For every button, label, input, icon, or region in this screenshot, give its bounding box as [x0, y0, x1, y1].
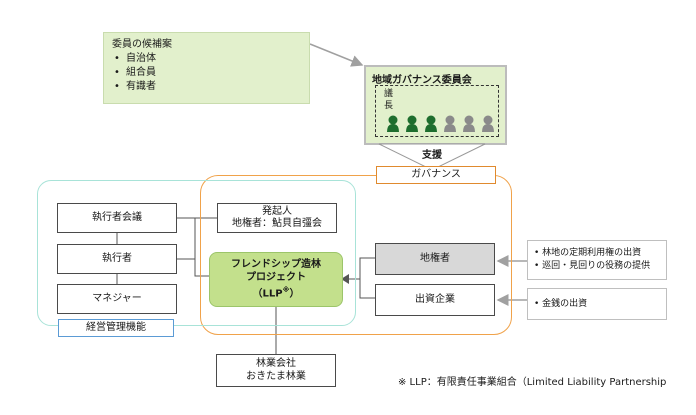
regional-governance-committee: 地域ガバナンス委員会 議 長	[364, 65, 507, 145]
governance-frame	[200, 175, 512, 335]
executive-meeting-box: 執行者会議	[57, 203, 177, 233]
candidate-item: 組合員	[112, 66, 301, 80]
committee-member-icon	[463, 115, 475, 132]
friendship-forest-llp: フレンドシップ造林 プロジェクト （LLP※）	[209, 252, 343, 307]
candidates-list: 自治体 組合員 有識者	[112, 52, 301, 94]
committee-member-icon	[406, 115, 418, 132]
landowner-box: 地権者	[375, 243, 495, 275]
forestry-company-box: 林業会社 おきたま林業	[216, 354, 336, 387]
investor-to-llp-line	[347, 278, 375, 299]
forestry-company-name: おきたま林業	[246, 370, 306, 382]
llp-name-line1: フレンドシップ造林	[231, 259, 321, 271]
llp-name-line2: プロジェクト	[246, 272, 306, 284]
investor-contribution-note: • 金銭の出資	[527, 288, 667, 320]
candidate-item: 有識者	[112, 80, 301, 94]
support-label: 支援	[422, 150, 442, 161]
committee-candidates-box: 委員の候補案 自治体 組合員 有識者	[103, 32, 310, 104]
candidate-to-council-arrow	[309, 43, 364, 67]
manager-box: マネジャー	[57, 284, 177, 314]
support-down-arrow	[378, 143, 486, 171]
llp-junction-arrowhead	[341, 274, 349, 284]
committee-member-icon	[444, 115, 456, 132]
note-item: • 金銭の出資	[534, 298, 588, 309]
llp-name-line3: （LLP※）	[252, 286, 300, 300]
note-item: • 巡回・見回りの役務の提供	[534, 261, 651, 271]
candidate-item: 自治体	[112, 52, 301, 66]
management-function-label: 経営管理機能	[58, 319, 174, 337]
committee-member-icon	[482, 115, 494, 132]
management-frame	[37, 180, 356, 326]
committee-member-icon	[387, 115, 399, 132]
council-chair-label: 議 長	[384, 89, 394, 111]
executor-box: 執行者	[57, 244, 177, 274]
candidates-title: 委員の候補案	[112, 39, 172, 50]
initiator-title: 発起人	[262, 205, 292, 217]
landowner-contributions-note: • 林地の定期利用権の出資 • 巡回・見回りの役務の提供	[527, 240, 667, 280]
note-item: • 林地の定期利用権の出資	[534, 248, 642, 258]
investor-company-box: 出資企業	[375, 284, 495, 316]
llp-footnote: ※ LLP：有限責任事業組合（Limited Liability Partner…	[398, 377, 667, 388]
forestry-company-type: 林業会社	[256, 358, 296, 369]
council-title: 地域ガバナンス委員会	[372, 75, 472, 86]
committee-member-icon	[425, 115, 437, 132]
council-members-frame: 議 長	[375, 85, 499, 137]
initiator-landowner: 地権者：鮎貝自彊会	[232, 218, 322, 229]
initiator-box: 発起人 地権者：鮎貝自彊会	[217, 203, 337, 233]
exec-meeting-to-llp-line	[177, 217, 209, 277]
governance-label: ガバナンス	[376, 166, 496, 184]
